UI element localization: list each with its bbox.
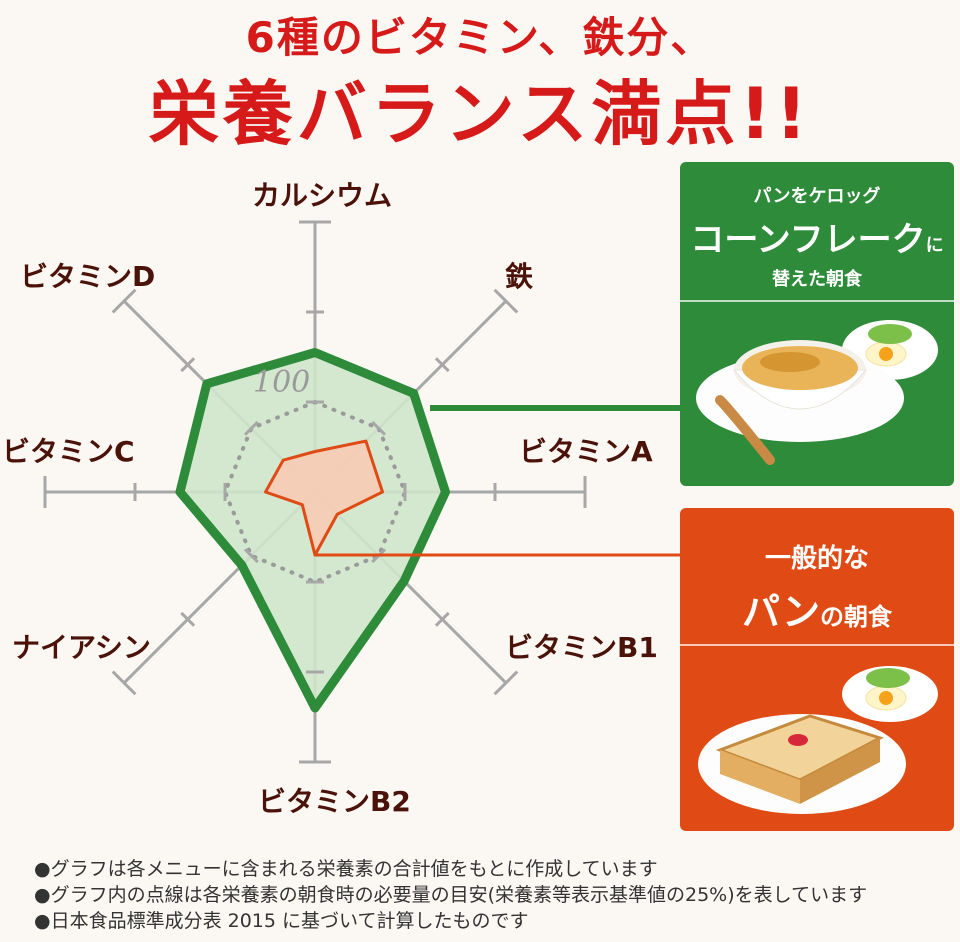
axis-tick-5-2 <box>111 670 137 696</box>
note-1: ●グラフは各メニューに含まれる栄養素の合計値をもとに作成しています <box>34 858 658 880</box>
axis-label-vitamin-c: ビタミンC <box>2 435 135 468</box>
axis-tick-3-1 <box>434 611 450 627</box>
axis-label-vitamin-b1: ビタミンB1 <box>505 631 658 664</box>
bread-line1: 一般的な <box>764 544 869 574</box>
axis-tick-1-1 <box>434 357 450 373</box>
heading-line1: 6種のビタミン、鉄分、 <box>245 13 715 62</box>
axis-tick-7-0 <box>243 420 259 436</box>
heading-line2: 栄養バランス満点!! <box>148 73 812 155</box>
axis-tick-3-2 <box>493 670 519 696</box>
notes: ●グラフは各メニューに含まれる栄養素の合計値をもとに作成しています ●グラフ内の… <box>34 856 867 934</box>
note-3: ●日本食品標準成分表 2015 に基づいて計算したものです <box>34 910 529 932</box>
cornflakes-panel: パンをケロッグ コーンフレークに 替えた朝食 <box>680 162 954 486</box>
axis-label-iron: 鉄 <box>505 260 534 293</box>
axis-label-vitamin-a: ビタミンA <box>519 435 653 468</box>
bread-panel: 一般的な パンの朝食 <box>680 508 954 831</box>
cornflakes-panel-heading: パンをケロッグ コーンフレークに 替えた朝食 <box>680 162 954 300</box>
note-2: ●グラフ内の点線は各栄養素の朝食時の必要量の目安(栄養素等表示基準値の25%)を… <box>34 884 868 906</box>
axis-tick-7-1 <box>180 357 196 373</box>
bread-line2-big: パン <box>742 590 820 634</box>
cornflakes-divider <box>680 300 954 302</box>
radar-chart: 100 <box>43 220 680 764</box>
reference-line <box>222 399 408 585</box>
cornflakes-line1: パンをケロッグ <box>753 186 881 207</box>
axis-label-niacin: ナイアシン <box>12 631 151 664</box>
axis-tick-7-2 <box>111 288 137 314</box>
bread-line2-small: の朝食 <box>819 603 892 631</box>
axis-tick-5-0 <box>243 548 259 564</box>
axis-tick-1-0 <box>371 420 387 436</box>
axis-label-vitamin-b2: ビタミンB2 <box>258 785 411 818</box>
cornflakes-line3: 替えた朝食 <box>772 269 862 290</box>
cereal-bowl-image <box>696 320 938 465</box>
axis-tick-1-2 <box>493 288 519 314</box>
reference-label: 100 <box>253 365 310 400</box>
axis-label-vitamin-d: ビタミンD <box>20 260 156 293</box>
bread-divider <box>680 644 954 646</box>
cornflakes-line2-big: コーンフレーク <box>690 220 926 260</box>
axis-label-calcium: カルシウム <box>252 179 393 212</box>
toast-plate-image <box>698 666 938 814</box>
cornflakes-line2-small: に <box>925 235 944 256</box>
bread-panel-heading: 一般的な パンの朝食 <box>680 508 954 644</box>
axis-tick-5-1 <box>180 611 196 627</box>
